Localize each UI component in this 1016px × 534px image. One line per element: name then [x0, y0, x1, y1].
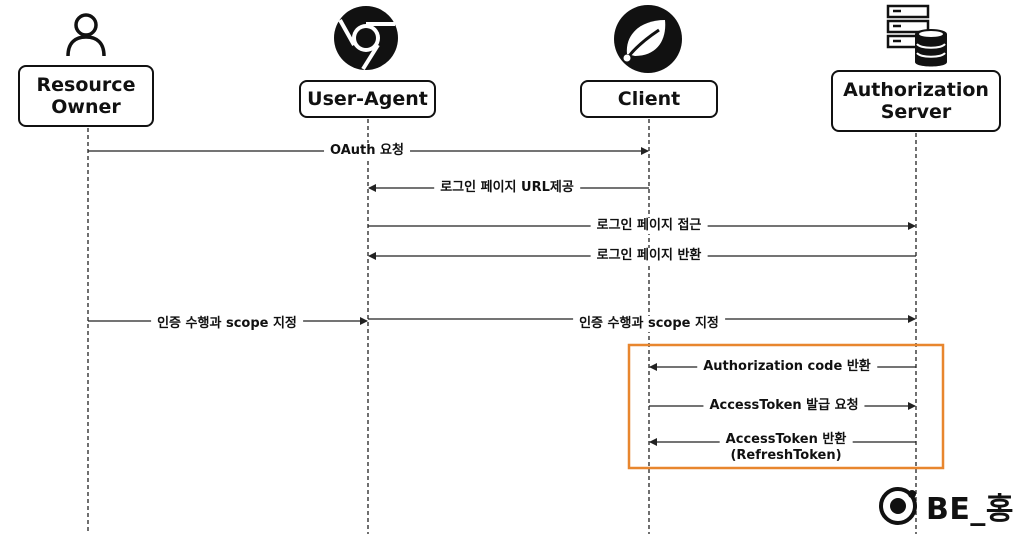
authorization-server-label: Authorization Server	[843, 79, 989, 123]
message-label: AccessToken 발급 요청	[703, 398, 865, 414]
spring-leaf-icon	[614, 5, 682, 73]
token-exchange-highlight	[627, 343, 945, 470]
atom-logo-icon	[879, 487, 917, 525]
message-label: OAuth 요청	[324, 143, 410, 159]
message-label: 로그인 페이지 접근	[590, 218, 708, 234]
chrome-icon	[334, 6, 398, 71]
watermark: BE_홍	[878, 484, 1014, 528]
message-label: 로그인 페이지 URL제공	[434, 180, 580, 196]
message-label: AccessToken 반환 (RefreshToken)	[719, 432, 853, 464]
watermark-text: BE_홍	[926, 492, 1014, 527]
person-icon	[66, 13, 106, 57]
message-label: 인증 수행과 scope 지정	[151, 316, 303, 332]
user-agent-box: User-Agent	[299, 80, 436, 118]
authorization-server-box: Authorization Server	[831, 70, 1001, 132]
message-label: Authorization code 반환	[697, 359, 877, 375]
user-agent-label: User-Agent	[307, 88, 428, 110]
message-label: 인증 수행과 scope 지정	[573, 316, 725, 332]
message-label: 로그인 페이지 반환	[590, 248, 708, 264]
client-label: Client	[617, 88, 681, 110]
resource-owner-box: Resource Owner	[18, 65, 154, 127]
server-database-icon	[886, 4, 947, 67]
resource-owner-label: Resource Owner	[36, 74, 136, 118]
client-box: Client	[580, 80, 718, 118]
